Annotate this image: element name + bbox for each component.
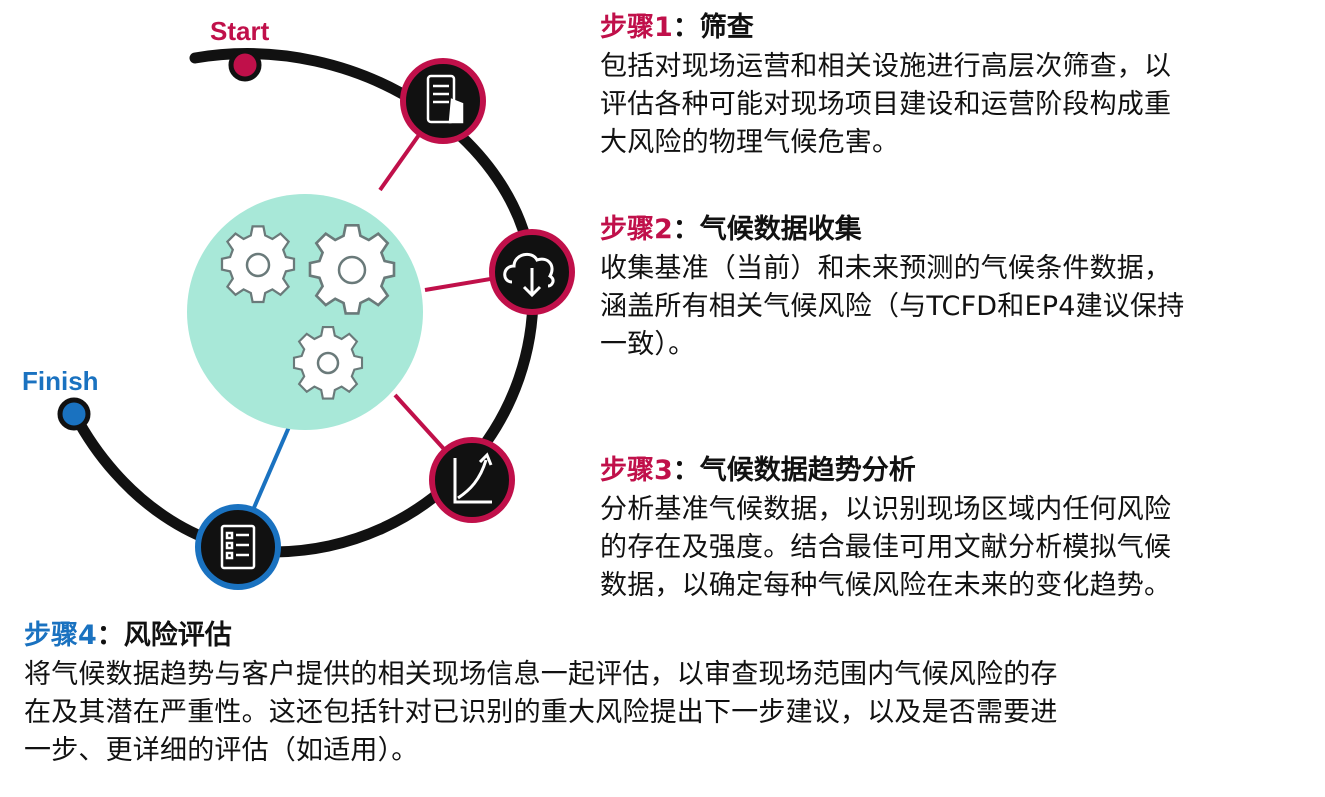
step3-label: 步骤3 [600,455,673,486]
finish-label: Finish [22,366,99,396]
step3-line: 数据，以确定每种气候风险在未来的变化趋势。 [600,570,1172,601]
step1-block: 步骤1：筛查 包括对现场运营和相关设施进行高层次筛查，以 评估各种可能对现场项目… [600,12,1310,162]
step4-line: 将气候数据趋势与客户提供的相关现场信息一起评估，以审查现场范围内气候风险的存 [24,659,1058,690]
step2-line: 一致）。 [600,329,696,360]
gears-icon [220,223,396,400]
step4-title: 步骤4：风险评估 [24,620,1314,652]
step1-node [400,58,486,144]
step3-colon: ： [672,455,700,486]
trend-chart-icon [453,452,493,504]
step1-colon: ： [672,12,700,43]
step4-label: 步骤4 [24,620,97,651]
cloud-download-icon [503,252,555,298]
step2-label: 步骤2 [600,214,673,245]
step3-line: 的存在及强度。结合最佳可用文献分析模拟气候 [600,532,1172,563]
step3-block: 步骤3：气候数据趋势分析 分析基准气候数据，以识别现场区域内任何风险 的存在及强… [600,455,1310,605]
step2-node [489,229,575,315]
step1-title: 步骤1：筛查 [600,12,1310,44]
step4-description: 将气候数据趋势与客户提供的相关现场信息一起评估，以审查现场范围内气候风险的存 在… [24,656,1314,770]
step4-colon: ： [96,620,124,651]
finish-dot [57,397,91,431]
start-dot [228,48,262,82]
step2-block: 步骤2：气候数据收集 收集基准（当前）和未来预测的气候条件数据， 涵盖所有相关气… [600,214,1310,364]
step2-title: 步骤2：气候数据收集 [600,214,1310,246]
start-label: Start [210,16,270,46]
step2-colon: ： [672,214,700,245]
document-list-icon [220,524,256,570]
step1-line: 大风险的物理气候危害。 [600,127,900,158]
step4-block: 步骤4：风险评估 将气候数据趋势与客户提供的相关现场信息一起评估，以审查现场范围… [24,620,1314,770]
step1-name: 筛查 [699,12,754,43]
step1-description: 包括对现场运营和相关设施进行高层次筛查，以 评估各种可能对现场项目建设和运营阶段… [600,48,1310,162]
step1-line: 评估各种可能对现场项目建设和运营阶段构成重 [600,89,1172,120]
step3-description: 分析基准气候数据，以识别现场区域内任何风险 的存在及强度。结合最佳可用文献分析模… [600,491,1310,605]
step1-line: 包括对现场运营和相关设施进行高层次筛查，以 [600,51,1172,82]
center-circle [187,194,423,430]
step3-node [429,437,515,523]
step4-line: 在及其潜在严重性。这还包括针对已识别的重大风险提出下一步建议，以及是否需要进 [24,697,1058,728]
step3-title: 步骤3：气候数据趋势分析 [600,455,1310,487]
step4-name: 风险评估 [123,620,232,651]
step3-name: 气候数据趋势分析 [699,455,916,486]
step2-line: 涵盖所有相关气候风险（与TCFD和EP4建议保持 [600,291,1185,322]
step4-node [195,504,281,590]
step1-label: 步骤1 [600,12,673,43]
step4-line: 一步、更详细的评估（如适用）。 [24,735,419,766]
step3-line: 分析基准气候数据，以识别现场区域内任何风险 [600,494,1172,525]
step2-line: 收集基准（当前）和未来预测的气候条件数据， [600,253,1172,284]
step2-name: 气候数据收集 [699,214,862,245]
step2-description: 收集基准（当前）和未来预测的气候条件数据， 涵盖所有相关气候风险（与TCFD和E… [600,250,1310,364]
phone-checklist-icon [426,74,464,124]
process-cycle-diagram: Start Finish [22,16,575,590]
